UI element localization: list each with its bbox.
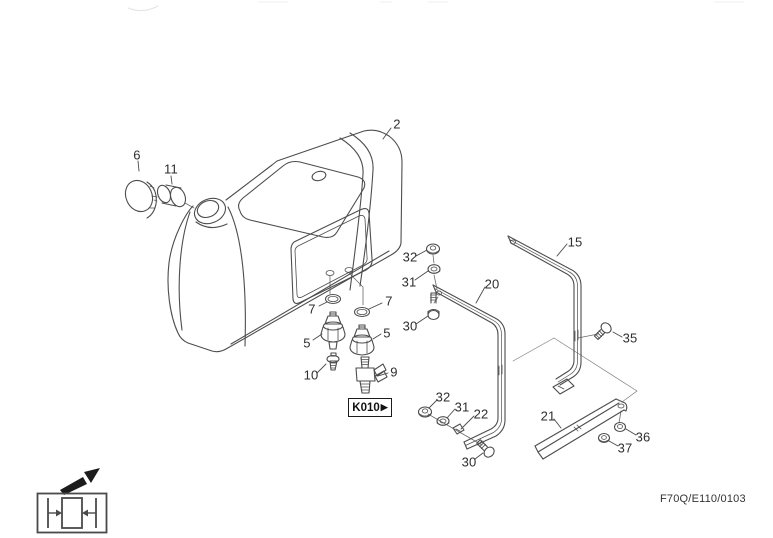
- callout-part-10: 10: [303, 367, 319, 383]
- callout-part-32-lower: 32: [435, 389, 451, 405]
- callout-part-31-lower: 31: [454, 399, 470, 415]
- bolt-lower-drawing: [476, 439, 495, 458]
- callout-part-36: 36: [635, 429, 651, 445]
- callout-part-15: 15: [567, 234, 583, 250]
- washer-upper-drawing: [427, 264, 441, 274]
- reference-link-box[interactable]: K010▶: [348, 398, 392, 417]
- reference-link-arrow-icon: ▶: [380, 402, 388, 412]
- callout-part-20: 20: [484, 276, 500, 292]
- callout-part-5-right: 5: [383, 325, 391, 341]
- filler-cap-drawing: [124, 179, 158, 219]
- foot-clip-drawing: [452, 423, 465, 435]
- fuel-tap-drawing: [355, 356, 388, 394]
- washer-lower-drawing: [436, 416, 450, 426]
- bolt-upper-drawing: [427, 292, 440, 321]
- phantom-frame-lines: [512, 337, 638, 403]
- page-top-artifacts: [127, 1, 745, 12]
- clamp-width-icon: [36, 492, 108, 534]
- fuel-valve-right-drawing: [349, 324, 375, 356]
- bracket-front-drawing: [432, 284, 506, 450]
- fuel-valve-left-drawing: [320, 311, 346, 350]
- callout-part-2: 2: [393, 116, 401, 132]
- nut-upper-drawing: [425, 243, 441, 255]
- callout-part-7-left: 7: [308, 301, 316, 317]
- mounting-rail-drawing: [534, 398, 628, 460]
- callout-part-30-lower: 30: [461, 454, 477, 470]
- washer-rail-drawing: [613, 421, 627, 433]
- callout-part-5-left: 5: [303, 335, 311, 351]
- callout-part-11: 11: [164, 161, 178, 177]
- nut-rail-drawing: [597, 432, 611, 444]
- oring-right-drawing: [353, 306, 371, 318]
- leader-lines: [137, 127, 637, 460]
- oring-left-drawing: [324, 293, 342, 305]
- reference-link-label: K010: [352, 401, 380, 414]
- callout-part-9: 9: [390, 364, 398, 380]
- drawing-code: F70Q/E110/0103: [660, 493, 746, 505]
- callout-part-37: 37: [617, 440, 633, 456]
- callout-part-22: 22: [473, 406, 489, 422]
- nut-lower-drawing: [417, 406, 433, 418]
- callout-part-21: 21: [540, 408, 556, 424]
- northeast-arrow-icon: [60, 468, 100, 495]
- callout-part-7-right: 7: [385, 293, 393, 309]
- cap-spacer-drawing: [156, 184, 187, 208]
- bolt-rear-drawing: [593, 322, 612, 341]
- callout-part-35: 35: [622, 330, 638, 346]
- callout-part-30-upper: 30: [402, 318, 418, 334]
- bracket-rear-drawing: [507, 235, 582, 395]
- callout-part-31-upper: 31: [401, 274, 417, 290]
- fuel-tank-drawing: [167, 129, 403, 353]
- callout-part-6: 6: [133, 147, 141, 163]
- drain-fitting-drawing: [326, 352, 340, 371]
- callout-part-32-upper: 32: [402, 249, 418, 265]
